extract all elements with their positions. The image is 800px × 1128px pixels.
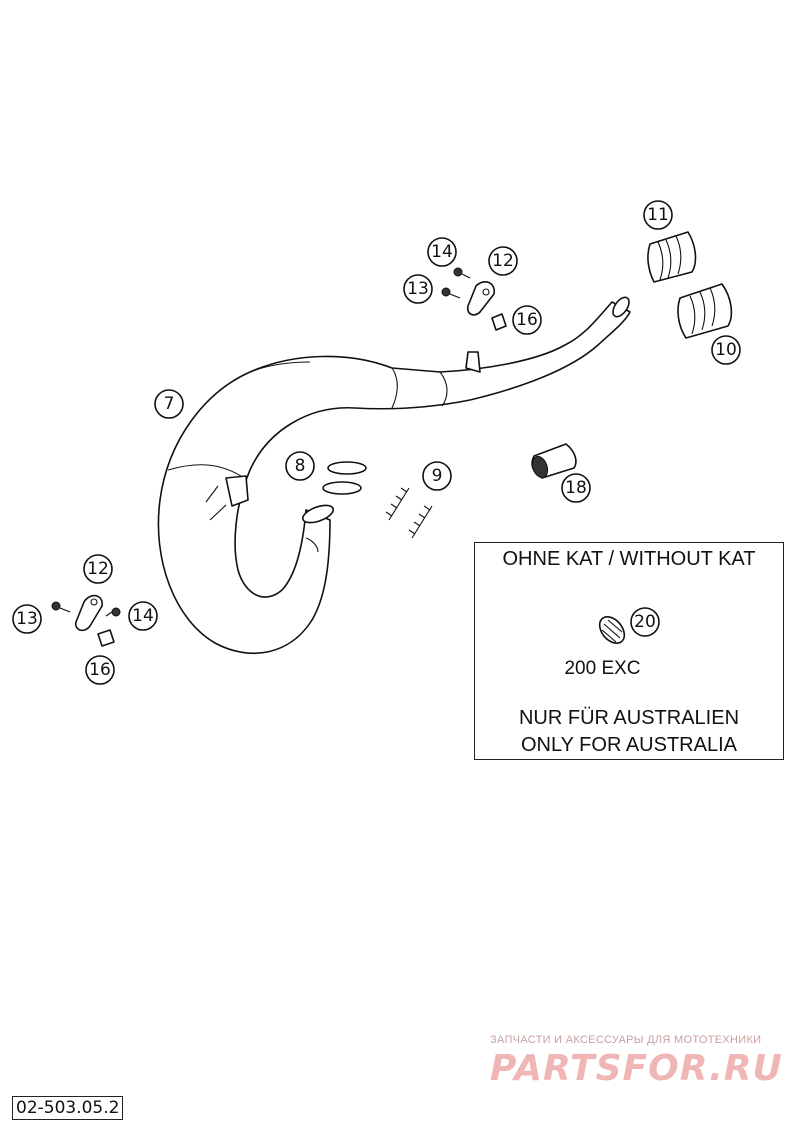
callout-label: 18: [565, 478, 587, 498]
callout-13-lower: 13: [12, 604, 42, 634]
callout-label: 14: [431, 242, 453, 262]
callout-label: 10: [715, 340, 737, 360]
springs: [385, 487, 433, 539]
callout-label: 16: [516, 310, 538, 330]
upper-bracket-set: [441, 267, 507, 331]
callout-label: 11: [647, 205, 669, 225]
diagram-code: 02-503.05.2: [12, 1096, 124, 1120]
lower-bracket-set: [51, 594, 121, 647]
callout-label: 13: [407, 279, 429, 299]
screen-20: [598, 616, 626, 644]
watermark-tagline: ЗАПЧАСТИ И АКСЕССУАРЫ ДЛЯ МОТОТЕХНИКИ: [490, 1034, 762, 1046]
callout-8: 8: [285, 451, 315, 481]
callout-label: 12: [87, 559, 109, 579]
callout-13-upper: 13: [403, 274, 433, 304]
without-kat-info-box: OHNE KAT / WITHOUT KAT 200 EXC NUR FÜR A…: [474, 542, 784, 760]
callout-7: 7: [154, 389, 184, 419]
callout-18: 18: [561, 473, 591, 503]
callout-9: 9: [422, 461, 452, 491]
callout-16-upper: 16: [512, 305, 542, 335]
callout-12-upper: 12: [488, 246, 518, 276]
info-box-note-en: ONLY FOR AUSTRALIA: [521, 734, 737, 756]
callout-16-lower: 16: [85, 655, 115, 685]
callout-12-lower: 12: [83, 554, 113, 584]
callout-label: 14: [132, 606, 154, 626]
callout-11: 11: [643, 200, 673, 230]
callout-label: 13: [16, 609, 38, 629]
sleeve-18: [531, 443, 577, 479]
callout-14-upper: 14: [427, 237, 457, 267]
callout-label: 9: [432, 466, 443, 486]
callout-10: 10: [711, 335, 741, 365]
info-box-title: OHNE KAT / WITHOUT KAT: [502, 548, 756, 570]
callout-label: 7: [164, 394, 175, 414]
rubber-sleeves: [647, 231, 733, 339]
callout-20: 20: [630, 607, 660, 637]
o-rings: [322, 461, 367, 495]
callout-14-lower: 14: [128, 601, 158, 631]
callout-label: 8: [295, 456, 306, 476]
info-box-note-de: NUR FÜR AUSTRALIEN: [518, 707, 740, 729]
watermark-brand: PARTSFOR.RU: [490, 1048, 783, 1089]
callout-label: 20: [634, 612, 656, 632]
callout-label: 12: [492, 251, 514, 271]
exhaust-pipe: [157, 296, 631, 655]
info-box-model: 200 EXC: [564, 658, 641, 679]
callout-label: 16: [89, 660, 111, 680]
